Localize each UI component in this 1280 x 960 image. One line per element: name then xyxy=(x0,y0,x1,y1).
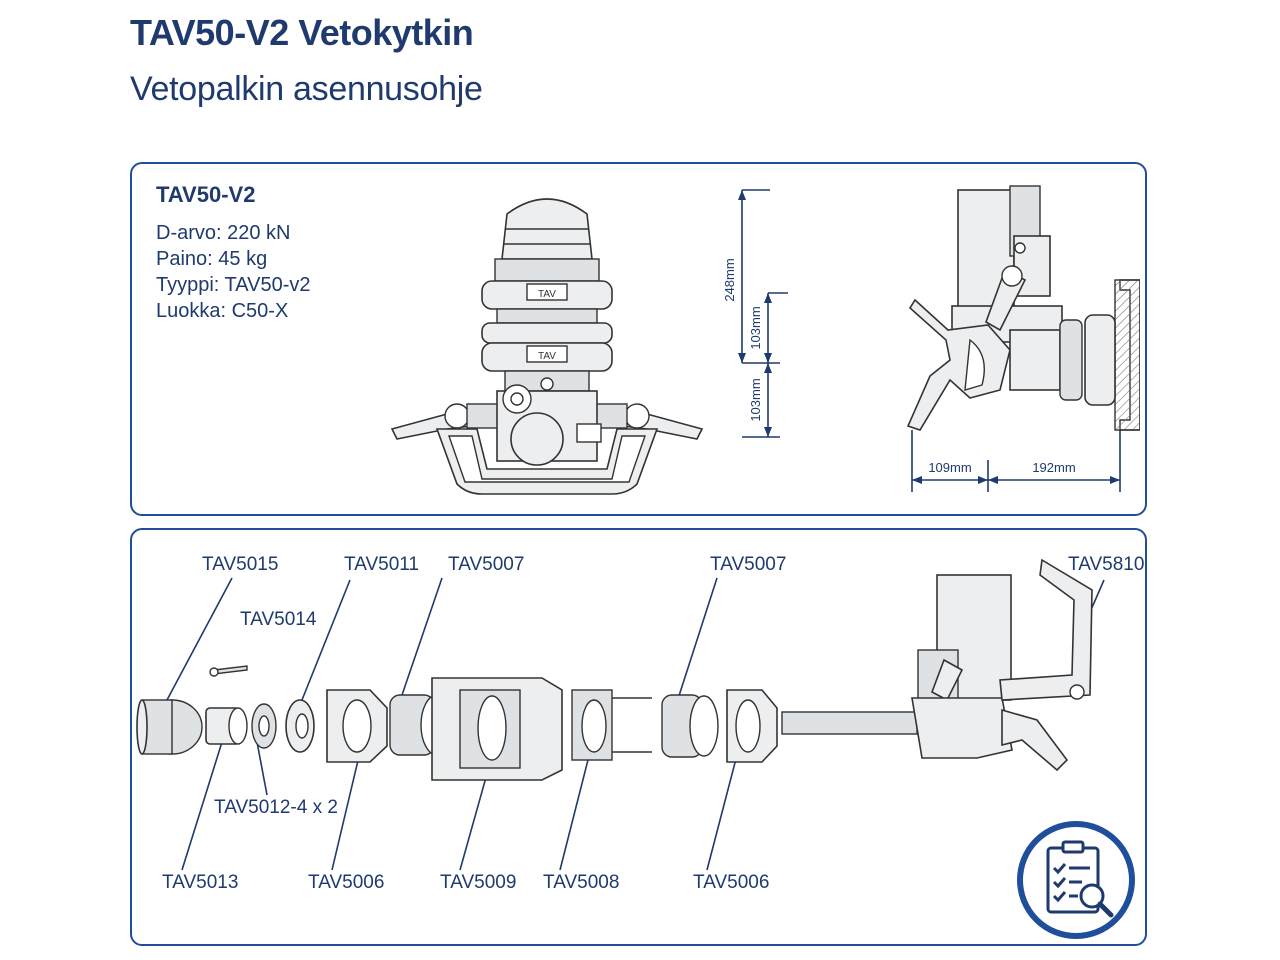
page-title: TAV50-V2 Vetokytkin xyxy=(130,12,474,53)
spec-list: D-arvo: 220 kN Paino: 45 kg Tyyppi: TAV5… xyxy=(156,220,311,324)
part-label-tav5008: TAV5008 xyxy=(543,872,619,893)
specs-panel: TAV50-V2 D-arvo: 220 kN Paino: 45 kg Tyy… xyxy=(130,162,1147,516)
exploded-view-drawing: TAV5015 TAV5014 TAV5011 TAV5007 TAV5007 … xyxy=(136,554,1144,893)
plate-lower-text: TAV xyxy=(538,351,556,362)
spec-model: TAV50-V2 xyxy=(156,182,256,207)
part-label-tav5009: TAV5009 xyxy=(440,872,516,893)
checklist-search-icon xyxy=(1016,820,1136,940)
spec-type: Tyyppi: TAV50-v2 xyxy=(156,274,311,296)
part-label-tav5013: TAV5013 xyxy=(162,872,238,893)
part-label-tav5014: TAV5014 xyxy=(240,609,317,630)
dim-depth-front: 109mm xyxy=(928,460,971,475)
front-view-drawing: TAV TAV xyxy=(390,198,704,495)
parts-panel: TAV5015 TAV5014 TAV5011 TAV5007 TAV5007 … xyxy=(130,528,1147,946)
dim-height-total: 248mm xyxy=(722,258,737,301)
part-label-tav5007b: TAV5007 xyxy=(710,554,786,575)
plate-front-text: TAV xyxy=(538,289,556,300)
dim-height-upper: 103mm xyxy=(748,306,763,349)
spec-weight: Paino: 45 kg xyxy=(156,248,268,270)
part-label-tav5011: TAV5011 xyxy=(344,554,419,575)
part-label-tav5810: TAV5810 xyxy=(1068,554,1144,575)
spec-class: Luokka: C50-X xyxy=(156,300,289,322)
page-subtitle: Vetopalkin asennusohje xyxy=(130,70,483,108)
spec-d-value: D-arvo: 220 kN xyxy=(156,222,291,244)
side-view-drawing: 248mm 103mm 103mm 109mm 192mm xyxy=(722,185,1140,492)
part-label-tav5012: TAV5012-4 x 2 xyxy=(214,797,338,818)
part-label-tav5006b: TAV5006 xyxy=(693,872,769,893)
part-label-tav5007a: TAV5007 xyxy=(448,554,524,575)
dim-height-lower: 103mm xyxy=(748,378,763,421)
part-label-tav5006a: TAV5006 xyxy=(308,872,384,893)
part-label-tav5015: TAV5015 xyxy=(202,554,278,575)
dim-depth-rear: 192mm xyxy=(1032,460,1075,475)
